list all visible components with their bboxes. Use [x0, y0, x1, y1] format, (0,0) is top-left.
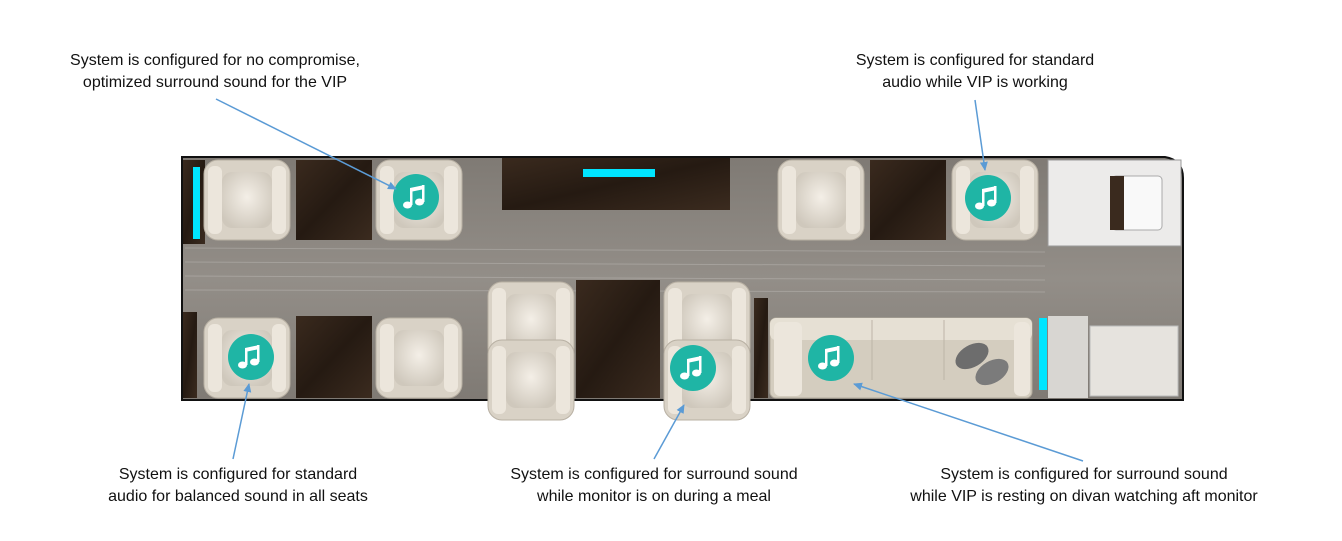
- music-badge-working[interactable]: [965, 175, 1011, 221]
- caption-balanced: System is configured for standard audio …: [78, 464, 398, 508]
- caption-line: System is configured for standard: [855, 52, 1095, 69]
- caption-vip-surround: System is configured for no compromise, …: [40, 50, 390, 94]
- credenza: [502, 158, 730, 210]
- music-note-icon: [975, 186, 997, 210]
- forward-club-table-bottom: [296, 316, 372, 398]
- caption-vip-working: System is configured for standard audio …: [820, 50, 1130, 94]
- forward-club-table-top: [296, 160, 372, 240]
- music-badge-meal[interactable]: [670, 345, 716, 391]
- caption-line: System is configured for surround sound: [510, 466, 798, 483]
- caption-line: audio while VIP is working: [882, 74, 1068, 91]
- music-note-icon: [680, 356, 702, 380]
- divan-side-cabinet: [754, 298, 768, 398]
- dining-table: [576, 280, 660, 398]
- music-note-icon: [238, 345, 260, 369]
- aft-monitor-light: [1039, 318, 1047, 390]
- caption-line: System is configured for no compromise,: [70, 52, 360, 69]
- caption-line: System is configured for standard: [118, 466, 358, 483]
- music-note-icon: [818, 346, 840, 370]
- caption-line: while VIP is resting on divan watching a…: [910, 488, 1258, 505]
- caption-meal: System is configured for surround sound …: [476, 464, 832, 508]
- music-badge-divan[interactable]: [808, 335, 854, 381]
- divan-pillows: [955, 342, 1009, 386]
- caption-divan: System is configured for surround sound …: [870, 464, 1298, 508]
- music-note-icon: [403, 185, 425, 209]
- seat-forward-left[interactable]: [203, 159, 291, 241]
- seat-forward-bottom-right[interactable]: [375, 317, 463, 399]
- forward-bulkhead-wood-bottom: [183, 312, 197, 398]
- caption-line: System is configured for surround sound: [940, 466, 1228, 483]
- seat-dining-left-bottom[interactable]: [487, 339, 575, 421]
- aft-cabin-area: [1048, 316, 1179, 398]
- forward-monitor-light: [193, 167, 200, 239]
- caption-line: optimized surround sound for the VIP: [82, 74, 348, 91]
- music-badge-vip[interactable]: [393, 174, 439, 220]
- music-badge-balanced[interactable]: [228, 334, 274, 380]
- credenza-monitor-light: [583, 169, 655, 177]
- caption-line: audio for balanced sound in all seats: [108, 488, 368, 505]
- lavatory: [1047, 159, 1182, 247]
- seat-aft-left[interactable]: [777, 159, 865, 241]
- aft-club-table: [870, 160, 946, 240]
- caption-line: while monitor is on during a meal: [537, 488, 771, 505]
